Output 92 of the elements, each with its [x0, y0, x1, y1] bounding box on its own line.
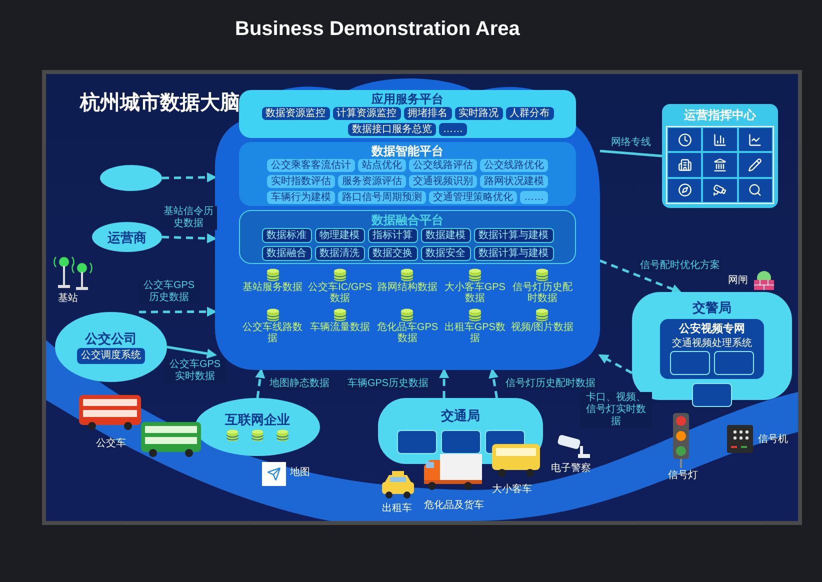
- module-tile: 路网状况建模: [480, 175, 548, 188]
- module-tile: 数据接口服务总览: [348, 123, 436, 136]
- module-tile: 实时指数评估: [267, 175, 335, 188]
- data-source-label: 车辆流量数据: [310, 322, 370, 333]
- dashed-arrow: [439, 368, 450, 398]
- dashed-arrow: [162, 233, 217, 244]
- edge-label: 信号灯历史配时数据: [504, 378, 598, 390]
- empty-box: [692, 383, 732, 407]
- item-label: 电子警察: [551, 463, 591, 475]
- data-source-label: 大小客车GPS数据: [443, 282, 506, 304]
- module-tile: 拥堵排名: [404, 107, 452, 120]
- platform-title: 应用服务平台: [372, 92, 444, 106]
- organization-label: 交警局: [692, 300, 732, 315]
- dashed-arrow: [600, 260, 682, 294]
- module-tile: 数据资源监控: [262, 107, 330, 120]
- item-label: 出租车: [382, 503, 412, 515]
- data-source-label: 基站服务数据: [242, 282, 303, 293]
- network-title: 公安视频专网: [679, 323, 745, 336]
- module-tile: 实时路况: [454, 107, 502, 120]
- module-tile: 数据融合: [262, 246, 312, 261]
- dashed-arrow: [598, 354, 633, 374]
- edge-label: 车辆GPS历史数据: [345, 378, 431, 390]
- module-tile: 数据计算与建模: [474, 228, 554, 243]
- edge-label: 基站信令历史数据: [160, 206, 216, 230]
- item-label: 网闸: [728, 275, 748, 287]
- module-tile: ……: [439, 123, 467, 136]
- dashed-arrow: [139, 306, 217, 317]
- sign-text: Business Demonstration Area: [235, 17, 520, 42]
- item-label: 地图: [290, 467, 310, 479]
- item-label: 基站: [58, 293, 78, 305]
- system-box: 公交调度系统: [77, 348, 145, 364]
- data-source-label: 出租车GPS数据: [443, 322, 506, 344]
- module-tile: 计算资源监控: [332, 107, 400, 120]
- module-tile: 数据标准: [262, 228, 312, 243]
- module-tile: 路口信号周期预测: [338, 191, 426, 204]
- platform-band: [239, 210, 576, 264]
- item-label: 信号灯: [668, 470, 698, 482]
- command-center-panel: [662, 104, 778, 208]
- module-tile: 车辆行为建模: [267, 191, 335, 204]
- arrow: [166, 346, 217, 359]
- module-tile: ……: [520, 191, 548, 204]
- network-subtitle: 交通视频处理系统: [672, 338, 752, 349]
- dashed-arrow: [162, 172, 217, 182]
- edge-label: 公交车GPS实时数据: [164, 358, 226, 383]
- item-label: 信号机: [758, 434, 788, 446]
- data-source-label: 危化品车GPS数据: [376, 322, 440, 344]
- edge-label: 公交车GPS历史数据: [138, 280, 200, 304]
- module-tile: 数据安全: [420, 246, 470, 261]
- data-source-label: 公交车IC/GPS数据: [307, 282, 374, 304]
- edge-label: 网络专线: [609, 136, 653, 148]
- platform-title: 数据融合平台: [372, 213, 444, 227]
- module-tile: 公交线路优化: [480, 159, 548, 172]
- network-panel: [660, 319, 764, 379]
- organization-label: 交通局: [440, 408, 481, 423]
- connector-line: [600, 150, 662, 158]
- platform-band: [239, 90, 576, 138]
- module-tile: 数据交换: [368, 246, 418, 261]
- module-tile: 物理建模: [314, 228, 364, 243]
- module-tile: 人群分布: [506, 107, 554, 120]
- empty-box: [714, 351, 754, 375]
- empty-box: [396, 430, 436, 454]
- dashed-arrow: [255, 368, 266, 398]
- platform-band: [239, 142, 576, 206]
- data-source-label: 公交车线路数据: [242, 322, 304, 344]
- module-tile: 服务资源评估: [338, 175, 406, 188]
- organization-label: 公交公司: [85, 330, 137, 346]
- organization-label: 运营商: [108, 230, 146, 244]
- empty-box: [670, 351, 710, 375]
- edge-label: 信号配时优化方案: [638, 260, 722, 272]
- module-tile: 指标计算: [368, 228, 418, 243]
- module-tile: 站点优化: [358, 159, 406, 172]
- panel-title: 运营指挥中心: [684, 108, 756, 122]
- item-label: 大小客车: [492, 484, 532, 496]
- module-tile: 公交乘客客流估计: [267, 159, 355, 172]
- item-label: 公交车: [96, 438, 126, 450]
- organization-label: 互联网企业: [225, 412, 290, 427]
- module-tile: 数据计算与建模: [474, 246, 554, 261]
- edge-label: 地图静态数据: [267, 378, 332, 390]
- item-label: 危化品及货车: [424, 500, 484, 512]
- data-source-label: 路网结构数据: [377, 282, 438, 293]
- module-tile: 交通管理策略优化: [429, 191, 517, 204]
- dashed-arrow: [488, 368, 498, 398]
- edge-label: 卡口、视频、信号灯实时数据: [580, 392, 652, 428]
- module-tile: 公交线路评估: [409, 159, 477, 172]
- data-source-label: 视频/图片数据: [510, 322, 574, 333]
- data-source-label: 信号灯历史配时数据: [511, 282, 574, 304]
- module-tile: 交通视频识别: [409, 175, 477, 188]
- empty-box: [440, 430, 480, 454]
- module-tile: 数据建模: [420, 228, 470, 243]
- platform-title: 数据智能平台: [372, 144, 444, 158]
- module-tile: 数据清洗: [314, 246, 364, 261]
- diagram-title: 杭州城市数据大脑: [80, 90, 240, 116]
